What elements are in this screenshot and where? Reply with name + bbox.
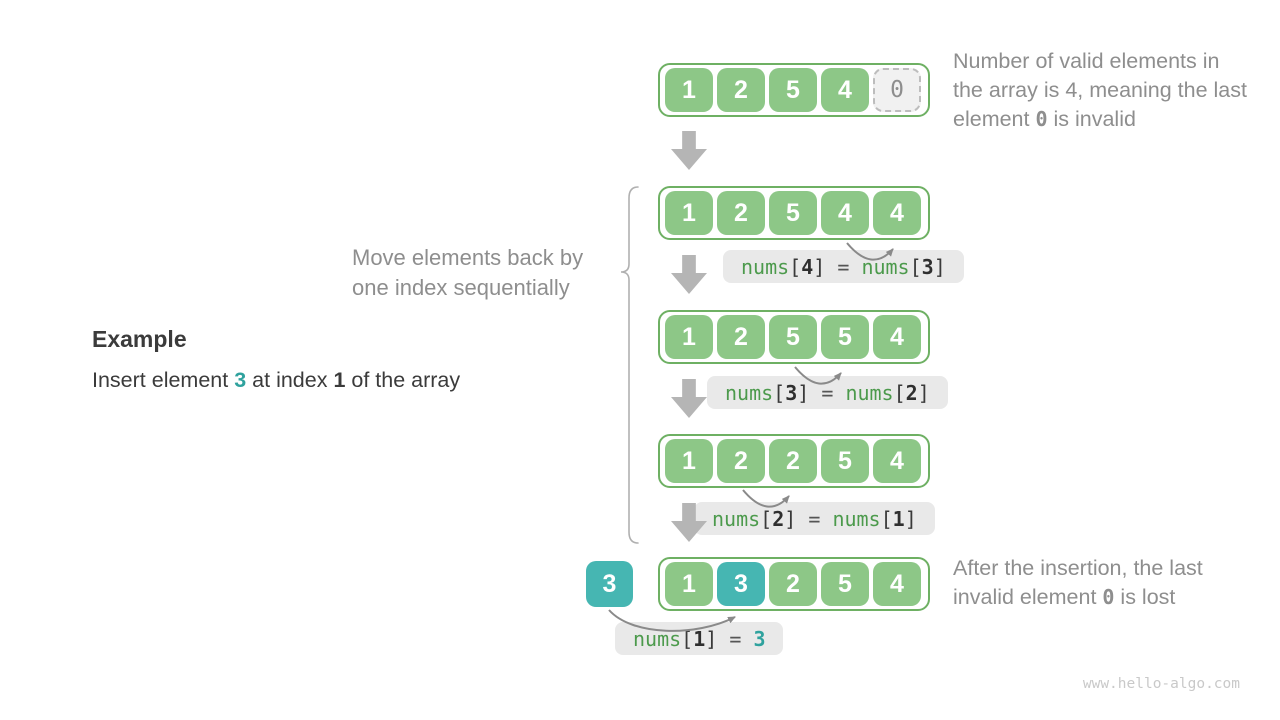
- code-segment: 3: [785, 380, 798, 405]
- desc-text: of the array: [345, 368, 461, 392]
- code-segment: 1: [693, 626, 706, 651]
- down-arrow-icon: [671, 131, 707, 170]
- array-cell: 0: [873, 68, 921, 112]
- code-segment: [: [681, 626, 694, 651]
- array-cell: 5: [769, 68, 817, 112]
- array-cell: 5: [769, 315, 817, 359]
- code-segment: ]: [933, 254, 946, 279]
- code-label-nums1: nums[1] = 3: [615, 622, 784, 655]
- code-segment: nums: [832, 506, 881, 531]
- curly-brace: [620, 186, 639, 544]
- note-after-insertion: After the insertion, the last invalid el…: [953, 554, 1255, 612]
- code-segment: nums: [725, 380, 774, 405]
- down-arrow-icon: [671, 255, 707, 294]
- array-cell: 4: [873, 191, 921, 235]
- code-segment: 2: [905, 380, 918, 405]
- watermark: www.hello-algo.com: [1082, 676, 1240, 692]
- code-segment: ]: [904, 506, 917, 531]
- code-segment: ]: [813, 254, 826, 279]
- code-segment: ]: [797, 380, 810, 405]
- down-arrow-icon: [671, 379, 707, 418]
- code-segment: [: [893, 380, 906, 405]
- example-heading: Example: [92, 326, 187, 352]
- insert-element-cell: 3: [586, 561, 633, 607]
- array-cell: 3: [717, 562, 765, 606]
- example-block: Example Insert element 3 at index 1 of t…: [92, 326, 460, 393]
- array-cell: 2: [717, 315, 765, 359]
- array-cell: 4: [873, 439, 921, 483]
- array-cell: 2: [717, 68, 765, 112]
- code-segment: ]: [784, 506, 797, 531]
- code-segment: nums: [845, 380, 894, 405]
- code-segment: nums: [861, 254, 910, 279]
- code-segment: [: [773, 380, 786, 405]
- code-segment: 2: [772, 506, 785, 531]
- code-segment: =: [717, 626, 754, 651]
- code-segment: =: [825, 254, 862, 279]
- note-text: After the insertion, the last invalid el…: [953, 556, 1203, 609]
- code-segment: [: [880, 506, 893, 531]
- array-cell: 5: [821, 315, 869, 359]
- array-cell: 4: [873, 562, 921, 606]
- code-segment: 4: [801, 254, 814, 279]
- index-value-text: 1: [333, 368, 346, 392]
- code-segment: nums: [712, 506, 761, 531]
- code-segment: 3: [753, 626, 766, 651]
- array-cell: 5: [769, 191, 817, 235]
- array-cell: 5: [821, 562, 869, 606]
- note-invalid-element: Number of valid elements in the array is…: [953, 47, 1255, 134]
- code-segment: =: [796, 506, 833, 531]
- code-segment: nums: [741, 254, 790, 279]
- code-segment: nums: [633, 626, 682, 651]
- array-cell: 5: [821, 439, 869, 483]
- code-segment: ]: [705, 626, 718, 651]
- array-cell: 2: [717, 439, 765, 483]
- note-text: is lost: [1114, 585, 1176, 609]
- desc-text: at index: [246, 368, 334, 392]
- code-segment: [: [760, 506, 773, 531]
- array-cell: 2: [717, 191, 765, 235]
- array-cell: 2: [769, 562, 817, 606]
- insert-value-text: 3: [234, 368, 247, 392]
- array-cell: 1: [665, 439, 713, 483]
- note-text: is invalid: [1047, 107, 1136, 131]
- example-description: Insert element 3 at index 1 of the array: [92, 368, 460, 393]
- array-cell: 1: [665, 191, 713, 235]
- array-cell: 4: [821, 68, 869, 112]
- code-segment: 3: [921, 254, 934, 279]
- note-text: Number of valid elements in the array is…: [953, 49, 1247, 131]
- code-segment: ]: [917, 380, 930, 405]
- code-segment: [: [789, 254, 802, 279]
- array-cell: 4: [821, 191, 869, 235]
- zero-code-text: 0: [1035, 107, 1048, 131]
- array-cell: 2: [769, 439, 817, 483]
- code-segment: [: [909, 254, 922, 279]
- desc-text: Insert element: [92, 368, 235, 392]
- array-cell: 1: [665, 68, 713, 112]
- zero-code-text: 0: [1102, 585, 1115, 609]
- code-label-nums3: nums[3] = nums[2]: [707, 376, 948, 409]
- code-label-nums4: nums[4] = nums[3]: [723, 250, 964, 283]
- code-segment: 1: [892, 506, 905, 531]
- array-cell: 4: [873, 315, 921, 359]
- array-cell: 1: [665, 315, 713, 359]
- code-label-nums2: nums[2] = nums[1]: [694, 502, 935, 535]
- code-segment: =: [809, 380, 846, 405]
- move-note: Move elements back by one index sequenti…: [352, 245, 584, 300]
- array-cell: 1: [665, 562, 713, 606]
